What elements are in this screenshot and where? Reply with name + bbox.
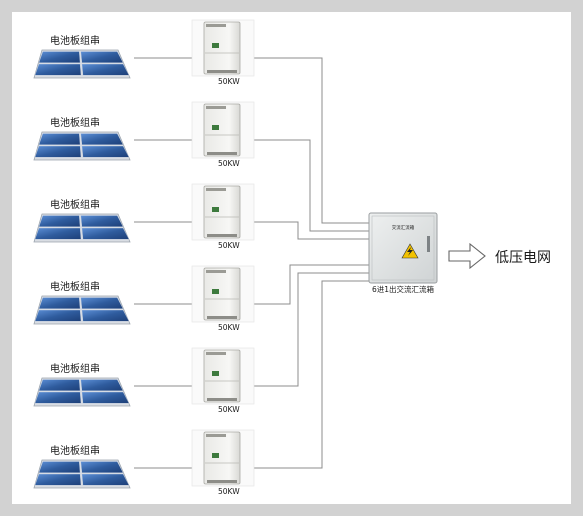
panel-cell-block [81, 473, 130, 486]
panel-cell-block [34, 63, 82, 76]
panel-cell-block [34, 473, 82, 486]
inverter-brand-strip [206, 24, 226, 27]
inverter-display [212, 207, 219, 212]
ac-wire [240, 139, 369, 232]
output-arrow: 低压电网 [448, 242, 551, 270]
inverter-cabinet [203, 185, 241, 239]
inverter: 50KW [191, 101, 255, 168]
panel-string-label: 电池板组串 [50, 116, 100, 129]
inverter-rating-label: 50KW [218, 77, 240, 86]
inverter: 50KW [191, 347, 255, 414]
panel-cell-block [34, 391, 82, 404]
inverter: 50KW [191, 265, 255, 332]
solar-panel-string: 电池板组串 [33, 444, 131, 489]
solar-panel-string: 电池板组串 [33, 280, 131, 325]
combiner-plate-text: 交流汇流箱 [392, 224, 415, 231]
panel-cell-block [38, 379, 81, 391]
panel-cell-block [34, 145, 82, 158]
inverter-rating-label: 50KW [218, 241, 240, 250]
inverter-brand-strip [206, 352, 226, 355]
panel-cell-block [81, 227, 130, 240]
inverter-display [212, 371, 219, 376]
panel-string-label: 电池板组串 [50, 444, 100, 457]
panel-cell-block [80, 461, 124, 473]
combiner-label: 6进1出交流汇流箱 [372, 284, 435, 294]
inverter-cabinet [203, 21, 241, 75]
solar-panel-string: 电池板组串 [33, 116, 131, 161]
panel-cell-block [38, 51, 81, 63]
ac-wire [240, 280, 369, 469]
panel-string-label: 电池板组串 [50, 280, 100, 293]
inverter-display [212, 289, 219, 294]
panel-cell-block [80, 379, 124, 391]
inverter-cabinet [203, 103, 241, 157]
ac-wire [240, 272, 369, 387]
inverter-rating-label: 50KW [218, 487, 240, 496]
inverter-display [212, 453, 219, 458]
hollow-arrow-icon [448, 242, 486, 270]
panel-cell-block [38, 215, 81, 228]
combiner-box-body [368, 212, 438, 284]
ac-wire [240, 221, 369, 240]
ac-wire [240, 57, 369, 224]
inverter-brand-strip [206, 434, 226, 437]
inverter-rating-label: 50KW [218, 323, 240, 332]
combiner-door-handle [427, 236, 430, 252]
solar-panel-string: 电池板组串 [33, 198, 131, 243]
inverter-cabinet [203, 431, 241, 485]
inverter-cabinet [203, 267, 241, 321]
inverter-base [207, 480, 237, 483]
inverter-brand-strip [206, 188, 226, 191]
ac-wire [240, 264, 369, 305]
ac-combiner-box: 交流汇流箱 6进1出交流汇流箱 [368, 212, 438, 294]
solar-panel-string: 电池板组串 [33, 362, 131, 407]
inverter: 50KW [191, 19, 255, 86]
panel-cell-block [80, 215, 124, 228]
panel-cell-block [81, 391, 130, 404]
inverter-rating-label: 50KW [218, 159, 240, 168]
inverter-rating-label: 50KW [218, 405, 240, 414]
inverter-base [207, 234, 237, 237]
inverter-display [212, 125, 219, 130]
panel-cell-block [81, 309, 130, 322]
inverter: 50KW [191, 183, 255, 250]
solar-panel-string: 电池板组串 [33, 34, 131, 79]
lightning-bolt-icon [407, 247, 413, 256]
panel-cell-block [38, 461, 81, 473]
panel-cell-block [80, 297, 124, 309]
panel-string-label: 电池板组串 [50, 34, 100, 47]
inverter-cabinet [203, 349, 241, 403]
inverter-base [207, 152, 237, 155]
inverter-brand-strip [206, 270, 226, 273]
panel-cell-block [34, 227, 82, 240]
panel-cell-block [38, 297, 81, 309]
string-units-layer: 电池板组串 50KW 电池板组串 50KW 电池板组串 50KW 电池板组串 50KW 电池板组… [33, 19, 255, 496]
inverter-base [207, 70, 237, 73]
combiner-box-door [371, 215, 435, 281]
inverter-brand-strip [206, 106, 226, 109]
panel-string-label: 电池板组串 [50, 362, 100, 375]
panel-cell-block [81, 63, 130, 76]
panel-cell-block [38, 133, 81, 146]
inverter-base [207, 398, 237, 401]
inverter-display [212, 43, 219, 48]
panel-cell-block [34, 309, 82, 322]
panel-string-label: 电池板组串 [50, 198, 100, 211]
panel-cell-block [80, 133, 124, 146]
grid-label: 低压电网 [495, 250, 551, 266]
inverter-base [207, 316, 237, 319]
inverter: 50KW [191, 429, 255, 496]
panel-cell-block [80, 51, 124, 63]
panel-cell-block [81, 145, 130, 158]
